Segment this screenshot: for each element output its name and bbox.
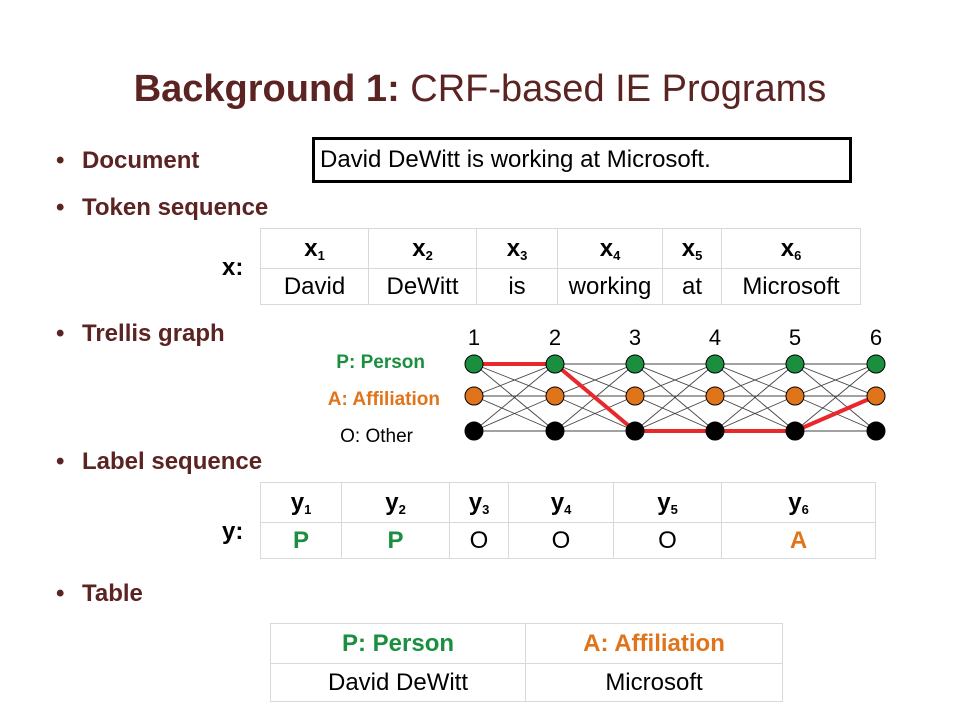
bullet-trellis: •Trellis graph: [56, 320, 225, 347]
trellis-node: [866, 354, 886, 374]
trellis-position-label: 5: [789, 325, 801, 350]
token-value: is: [476, 268, 558, 305]
state-label-other: O: Other: [340, 426, 413, 447]
trellis-node: [705, 421, 725, 441]
label-header: y1: [260, 482, 342, 523]
token-value: David: [260, 268, 369, 305]
trellis-edge: [473, 395, 556, 432]
trellis-node: [866, 386, 886, 406]
state-label-person: P: Person: [336, 352, 425, 373]
document-box: David DeWitt is working at Microsoft.: [312, 137, 852, 183]
token-header: x1: [260, 228, 369, 269]
result-cell: David DeWitt: [270, 663, 526, 702]
label-value: O: [449, 522, 509, 559]
trellis-path-segment: [793, 394, 878, 433]
label-value-row: P P O O O A: [260, 522, 876, 559]
trellis-node: [866, 421, 886, 441]
slide-title: Background 1: CRF-based IE Programs: [133, 68, 827, 110]
trellis-edge: [714, 363, 796, 397]
label-header: y6: [721, 482, 876, 523]
trellis-node: [625, 421, 645, 441]
label-header: y5: [613, 482, 722, 523]
trellis-edge: [634, 363, 716, 432]
trellis-position-label: 3: [629, 325, 641, 350]
bullet-table: •Table: [56, 580, 143, 607]
trellis-node: [464, 354, 484, 374]
bullet-document: •Document: [56, 147, 200, 174]
label-value: O: [508, 522, 614, 559]
token-value-row: David DeWitt is working at Microsoft: [260, 268, 861, 305]
trellis-edge: [714, 395, 796, 432]
trellis-node: [464, 421, 484, 441]
trellis-node: [785, 354, 805, 374]
trellis-edge: [554, 363, 636, 397]
trellis-position-label: 1: [468, 325, 480, 350]
state-label-affiliation: A: Affiliation: [327, 389, 440, 410]
label-header: y2: [341, 482, 450, 523]
trellis-edge: [473, 363, 556, 397]
result-header-person: P: Person: [270, 623, 526, 664]
result-table: P: Person A: Affiliation David DeWitt Mi…: [270, 623, 783, 702]
token-value: DeWitt: [368, 268, 477, 305]
trellis-edge: [634, 395, 716, 432]
trellis-node: [625, 354, 645, 374]
result-header-affiliation: A: Affiliation: [525, 623, 783, 664]
result-row: David DeWitt Microsoft: [270, 663, 783, 702]
trellis-node: [464, 386, 484, 406]
token-value: working: [557, 268, 663, 305]
trellis-node: [785, 421, 805, 441]
label-value: P: [260, 522, 342, 559]
trellis-position-label: 2: [549, 325, 561, 350]
token-value: Microsoft: [721, 268, 861, 305]
token-header: x6: [721, 228, 861, 269]
label-header: y3: [449, 482, 509, 523]
result-header-row: P: Person A: Affiliation: [270, 623, 783, 664]
token-header: x2: [368, 228, 477, 269]
trellis-node: [785, 386, 805, 406]
result-cell: Microsoft: [525, 663, 783, 702]
trellis-position-label: 4: [709, 325, 721, 350]
trellis-node: [625, 386, 645, 406]
label-value: A: [721, 522, 876, 559]
trellis-node: [545, 421, 565, 441]
label-value: P: [341, 522, 450, 559]
trellis-edge: [794, 363, 877, 397]
trellis-node: [545, 386, 565, 406]
label-value: O: [613, 522, 722, 559]
token-header: x3: [476, 228, 558, 269]
trellis-edge: [794, 363, 877, 432]
label-header-row: y1 y2 y3 y4 y5 y6: [260, 482, 876, 523]
bullet-label-sequence: •Label sequence: [56, 448, 263, 475]
trellis-position-label: 6: [870, 325, 882, 350]
trellis-node: [545, 354, 565, 374]
token-value: at: [662, 268, 722, 305]
label-var-label: y:: [222, 518, 244, 545]
trellis-path-segment: [553, 362, 637, 433]
trellis-node: [705, 354, 725, 374]
trellis-node: [705, 386, 725, 406]
trellis-edge: [634, 363, 716, 397]
label-table: y1 y2 y3 y4 y5 y6 P P O O O A: [260, 482, 876, 559]
token-var-label: x:: [222, 254, 244, 281]
token-header-row: x1 x2 x3 x4 x5 x6: [260, 228, 861, 269]
bullet-token-sequence: •Token sequence: [56, 194, 269, 221]
label-header: y4: [508, 482, 614, 523]
trellis-edge: [714, 363, 796, 432]
trellis-edge: [473, 363, 556, 432]
token-header: x4: [557, 228, 663, 269]
token-table: x1 x2 x3 x4 x5 x6 David DeWitt is workin…: [260, 228, 861, 305]
trellis-edge: [554, 395, 636, 432]
